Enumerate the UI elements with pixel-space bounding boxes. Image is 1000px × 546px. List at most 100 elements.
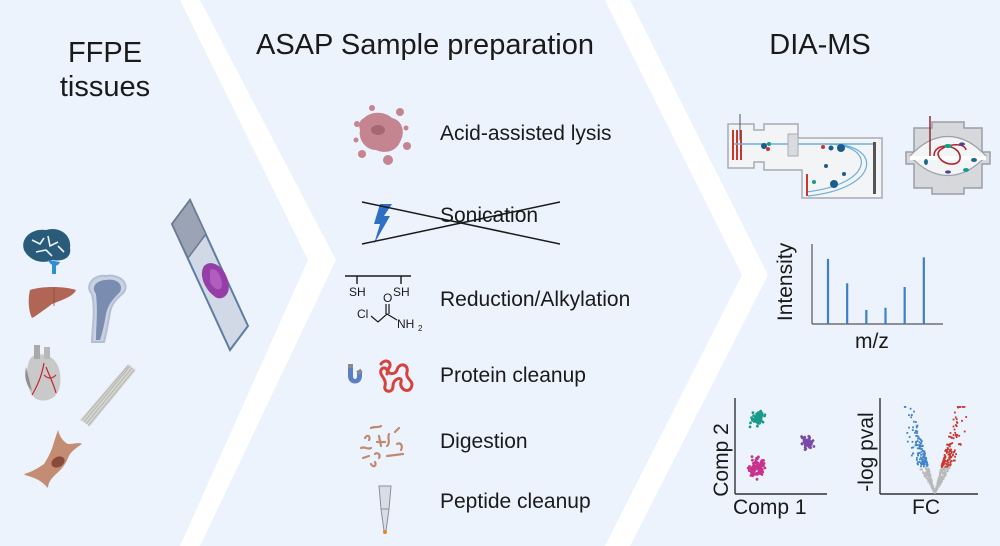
volcano-point: [924, 461, 927, 463]
pca-point: [762, 464, 765, 467]
volcano-point: [955, 436, 958, 438]
chemical-structure-icon: SH SH O Cl NH 2: [345, 275, 423, 333]
step-label-lysis: Acid-assisted lysis: [440, 122, 612, 145]
pca-point: [810, 440, 814, 443]
volcano-point: [925, 457, 928, 460]
pca-point: [763, 466, 767, 470]
microscope-slide-icon: [170, 198, 250, 352]
volcano-point: [919, 458, 921, 461]
volcano-point: [944, 450, 947, 452]
volcano-point: [917, 461, 919, 463]
volcano-point: [955, 425, 958, 427]
volcano-point: [949, 461, 952, 464]
chem-subscript: 2: [418, 324, 423, 333]
volcano-point: [915, 435, 918, 437]
volcano-xlabel: FC: [912, 496, 940, 519]
pca-point: [802, 438, 806, 442]
volcano-point: [933, 491, 936, 493]
volcano-point: [916, 457, 918, 459]
volcano-point: [952, 437, 955, 440]
volcano-point: [923, 472, 925, 475]
volcano-point: [938, 480, 940, 483]
volcano-point: [940, 477, 943, 479]
volcano-point: [920, 462, 922, 465]
lightning-bolt-icon: [374, 204, 392, 244]
volcano-point: [949, 450, 951, 452]
volcano-point: [931, 484, 934, 487]
volcano-point: [945, 451, 948, 454]
volcano-point: [919, 438, 921, 440]
volcano-point: [917, 437, 919, 440]
volcano-point: [929, 474, 931, 477]
volcano-point: [915, 426, 918, 429]
volcano-point: [943, 461, 946, 464]
volcano-point: [951, 442, 954, 444]
volcano-point: [927, 467, 929, 470]
volcano-point: [936, 488, 939, 490]
volcano-point: [916, 444, 919, 446]
volcano-point: [943, 469, 946, 471]
volcano-point: [928, 477, 931, 480]
volcano-point: [950, 450, 953, 453]
volcano-point: [942, 461, 944, 464]
volcano-point: [912, 426, 914, 429]
volcano-point: [923, 457, 926, 459]
volcano-point: [916, 440, 919, 442]
asap-title: ASAP Sample preparation: [255, 29, 594, 61]
volcano-point: [949, 443, 952, 445]
volcano-point: [953, 459, 956, 462]
pca-point: [761, 470, 765, 474]
volcano-point: [947, 448, 949, 451]
volcano-point: [942, 462, 945, 465]
pca-point: [755, 477, 759, 481]
volcano-point: [916, 435, 919, 437]
volcano-point: [929, 482, 931, 485]
volcano-point: [948, 435, 950, 438]
volcano-point: [952, 434, 955, 436]
volcano-point: [941, 462, 944, 465]
step-label-digestion: Digestion: [440, 430, 528, 453]
volcano-point: [926, 471, 928, 474]
volcano-point: [920, 445, 923, 448]
volcano-point: [913, 410, 915, 413]
pca-point: [758, 422, 761, 425]
volcano-point: [925, 466, 927, 469]
volcano-point: [916, 430, 919, 433]
volcano-point: [938, 484, 941, 487]
volcano-point: [915, 421, 917, 423]
volcano-point: [949, 443, 951, 445]
pca-point: [809, 443, 813, 446]
pca-point: [803, 448, 807, 451]
volcano-point: [918, 461, 921, 463]
volcano-point: [946, 470, 949, 473]
spectrum-xlabel: m/z: [855, 330, 889, 353]
volcano-point: [930, 478, 933, 481]
volcano-point: [938, 476, 941, 478]
volcano-point: [945, 462, 947, 465]
volcano-point: [908, 414, 910, 417]
volcano-point: [943, 467, 946, 469]
chem-nh: NH: [397, 317, 414, 331]
volcano-point: [920, 439, 922, 441]
liver-icon: [28, 287, 76, 318]
volcano-point: [922, 456, 924, 459]
volcano-point: [944, 456, 947, 459]
volcano-point: [935, 485, 938, 488]
volcano-point: [921, 459, 924, 462]
volcano-point: [934, 490, 937, 493]
volcano-point: [922, 461, 925, 463]
volcano-point: [925, 461, 928, 464]
pca-point: [746, 466, 750, 470]
panel-asap: [200, 0, 742, 546]
volcano-point: [953, 428, 956, 431]
volcano-point: [947, 464, 950, 466]
pca-point: [751, 474, 755, 477]
pca-point: [760, 459, 764, 462]
volcano-point: [949, 464, 951, 467]
volcano-point: [954, 416, 957, 419]
pca-point: [751, 411, 755, 415]
volcano-not-significant: [919, 466, 951, 494]
chem-o: O: [383, 291, 392, 305]
volcano-point: [956, 406, 959, 408]
volcano-point: [954, 455, 956, 458]
